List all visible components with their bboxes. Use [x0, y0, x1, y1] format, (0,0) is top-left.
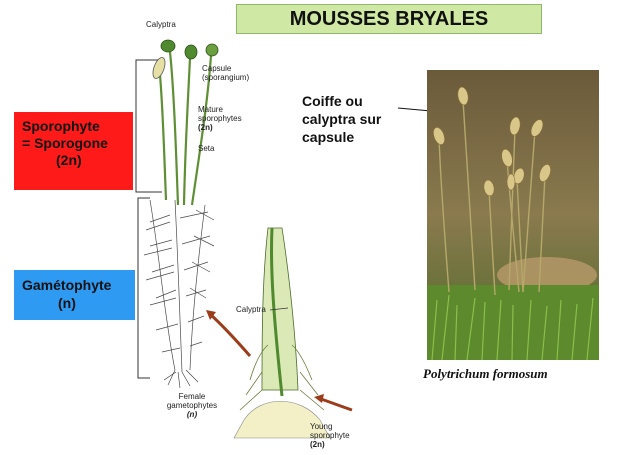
rhizoids: [163, 369, 199, 389]
calyptra-inset-label: Calyptra: [236, 305, 266, 314]
female-label-line1: Female: [178, 392, 206, 401]
coiffe-label: Coiffe ou calyptra sur capsule: [302, 92, 381, 146]
young-ploidy: (2n): [310, 440, 325, 449]
capsule-label: Capsule: [202, 64, 232, 73]
young-label-line2: sporophyte: [310, 431, 350, 440]
calyptra-label: Calyptra: [146, 20, 176, 29]
sporophyte-box: Sporophyte = Sporogone (2n): [14, 112, 133, 190]
mature-label-line2: sporophytes: [198, 114, 242, 123]
capsules: [152, 39, 219, 79]
setae: [158, 51, 213, 206]
title-text: MOUSSES BRYALES: [289, 7, 489, 30]
coiffe-line1: Coiffe ou: [302, 93, 363, 109]
sporophyte-line3: (2n): [56, 152, 82, 168]
gametophyte-box: Gamétophyte (n): [14, 270, 135, 320]
young-label-line1: Young: [310, 422, 333, 431]
sporophyte-bracket: [135, 59, 162, 193]
sporophyte-line2: = Sporogone: [22, 135, 108, 151]
mature-ploidy: (2n): [198, 123, 213, 132]
sporangium-label: (sporangium): [202, 73, 250, 82]
sporophyte-line1: Sporophyte: [22, 118, 100, 134]
seta-label: Seta: [198, 144, 215, 153]
young-sporophyte-inset: [233, 227, 331, 439]
polytrichum-photo: [427, 70, 599, 360]
mature-label-line1: Mature: [198, 105, 223, 114]
coiffe-line2: calyptra sur: [302, 111, 382, 127]
pointer-arrows: [206, 310, 353, 412]
gametophyte-line1: Gamétophyte: [22, 277, 112, 293]
coiffe-line3: capsule: [302, 129, 355, 145]
female-ploidy: (n): [186, 410, 198, 419]
page-title: MOUSSES BRYALES: [236, 4, 542, 34]
gametophyte-bracket: [137, 197, 150, 379]
photo-caption: Polytrichum formosum: [423, 366, 548, 381]
female-label-line2: gametophytes: [166, 401, 218, 410]
gametophyte-line2: (n): [58, 295, 76, 311]
female-gametophytes: [143, 199, 215, 373]
